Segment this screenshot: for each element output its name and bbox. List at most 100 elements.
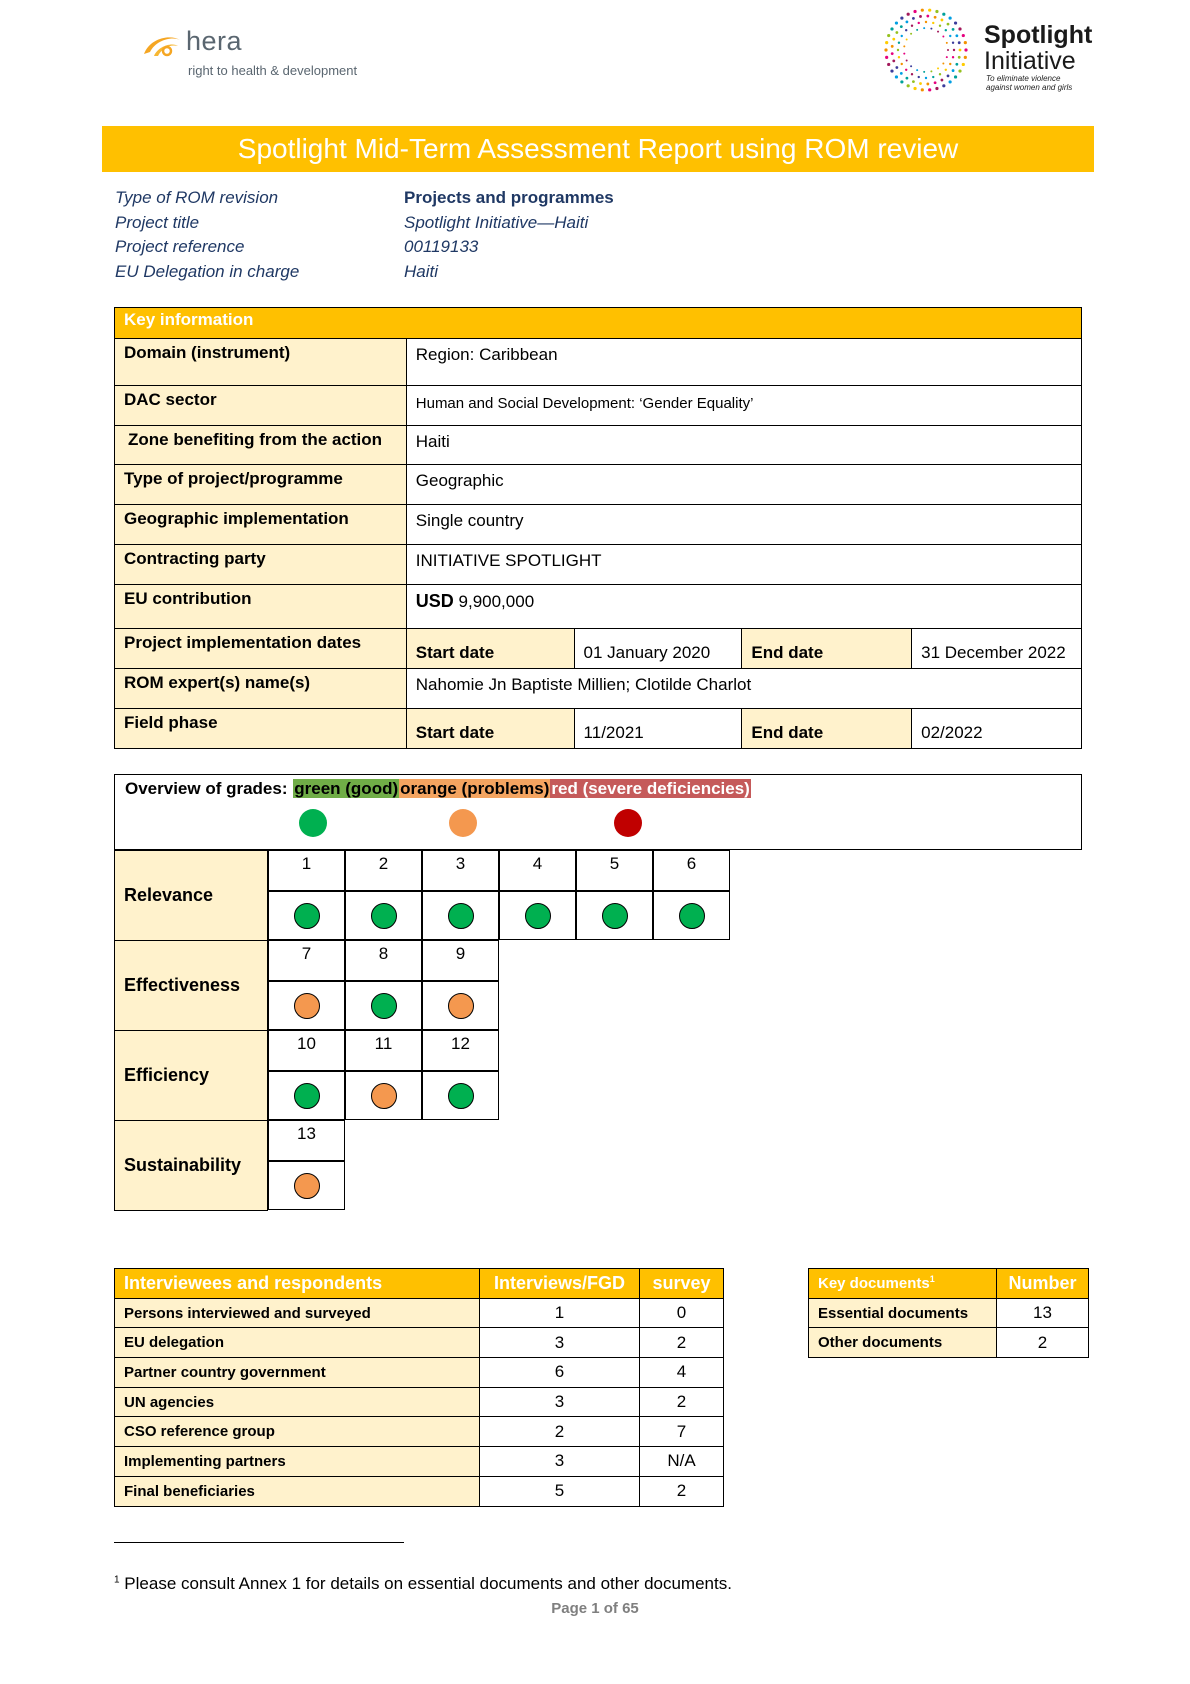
hera-tagline: right to health & development [188,63,358,78]
zone-value: Haiti [405,425,1083,465]
logo-dot [924,20,928,24]
logo-dot [890,44,894,48]
field-phase-label: Field phase [114,708,407,749]
row-label: UN agencies [114,1386,480,1418]
grade-number: 6 [653,850,730,891]
zone-label: Zone benefiting from the action [114,425,407,465]
logo-dot [944,29,947,32]
interviewees-table: Interviewees and respondents Interviews/… [114,1268,724,1507]
grades-title: Overview of grades: [125,779,288,798]
table-row: Final beneficiaries 5 2 [114,1475,724,1507]
footnote: 1 Please consult Annex 1 for details on … [114,1574,732,1594]
logo-dot [948,16,952,20]
interviews-count: 3 [479,1446,640,1477]
hera-logo: hera right to health & development [140,26,400,86]
logo-dot [900,34,903,38]
logo-dot [964,48,968,52]
grade-number: 13 [268,1120,345,1161]
survey-count: 2 [639,1475,724,1507]
legend-red-dot [614,809,642,837]
logo-dot [942,84,946,88]
legend-orange-dot [449,809,477,837]
logo-dot [951,69,955,72]
row-label: Partner country government [114,1357,480,1388]
survey-count: 0 [639,1297,724,1329]
logo-dot [905,20,909,24]
meta-value: Projects and programmes [404,188,614,208]
logo-dot [885,41,889,45]
project-type-value: Geographic [405,464,1083,505]
contracting-party-value: INITIATIVE SPOTLIGHT [405,544,1083,585]
geographic-implementation-label: Geographic implementation [114,504,407,545]
logo-dot [945,56,948,59]
grade-cell [576,891,653,940]
eu-contribution-amount: 9,900,000 [458,592,535,611]
domain-label: Domain (instrument) [114,338,407,386]
spotlight-wordmark-line2: Initiative [984,47,1076,75]
logo-dot [890,69,894,73]
spotlight-tagline-line1: To eliminate violence [986,74,1061,83]
meta-key: Type of ROM revision [115,188,279,208]
spotlight-logo: Spotlight Initiative To eliminate violen… [880,4,1100,94]
logo-dot [897,56,901,59]
interviews-count: 2 [479,1416,640,1448]
row-label: Other documents [808,1327,997,1359]
logo-dot [942,35,945,38]
spotlight-tagline-line2: against women and girls [986,83,1073,92]
logo-dot [905,59,908,62]
hera-swirl-icon [144,37,180,57]
logo-dot [905,68,908,72]
spotlight-tagline: To eliminate violence against women and … [986,74,1072,92]
logo-dot [910,73,914,76]
table-row: Partner country government 6 4 [114,1357,724,1388]
table-row: CSO reference group 2 7 [114,1416,724,1448]
table-row: UN agencies 3 2 [114,1386,724,1418]
logo-dot [955,62,959,66]
end-date-value: 31 December 2022 [911,628,1082,669]
logo-dot [933,81,937,85]
legend-green: green (good) [293,779,400,798]
interviews-column-header: Interviews/FGD [479,1268,640,1299]
survey-count: 2 [639,1386,724,1418]
grade-cell [345,981,422,1030]
logo-dot [926,82,930,86]
grade-number: 8 [345,940,422,981]
eu-contribution-currency: USD [415,591,454,611]
logo-dot [953,21,958,25]
logo-dot [906,12,910,16]
row-label: Final beneficiaries [114,1475,480,1507]
logo-dot [942,12,946,16]
contracting-party-label: Contracting party [114,544,407,585]
logo-dot [894,21,899,25]
footnote-ref[interactable]: 1 [929,1274,935,1285]
interviews-count: 3 [479,1327,640,1359]
survey-column-header: survey [639,1268,724,1299]
logo-dot [951,28,955,31]
field-start-label: Start date [405,708,575,749]
grade-orange-dot [294,1173,320,1199]
logo-dot [928,88,932,92]
logo-dot [961,33,965,38]
grade-cell [345,891,422,940]
grade-category-relevance: Relevance [114,850,268,941]
logo-dot [910,24,914,27]
logo-dot [953,75,958,79]
logo-dot [958,69,962,73]
dac-sector-label: DAC sector [114,385,407,426]
logo-dot [924,76,928,80]
spotlight-wordmark-line1: Spotlight [984,21,1093,49]
grade-green-dot [294,903,320,929]
logo-dot [905,29,908,32]
document-count: 13 [996,1297,1089,1329]
logo-dot [937,30,940,33]
grade-green-dot [371,903,397,929]
meta-value: Haiti [404,261,439,281]
logo-dot [935,86,939,91]
logo-dot [916,69,919,72]
grade-green-dot [679,903,705,929]
logo-dot [949,62,952,66]
logo-dot [935,9,939,14]
grade-number: 7 [268,940,345,981]
field-start-value: 11/2021 [573,708,743,749]
key-documents-header-text: Key documents [818,1275,930,1293]
